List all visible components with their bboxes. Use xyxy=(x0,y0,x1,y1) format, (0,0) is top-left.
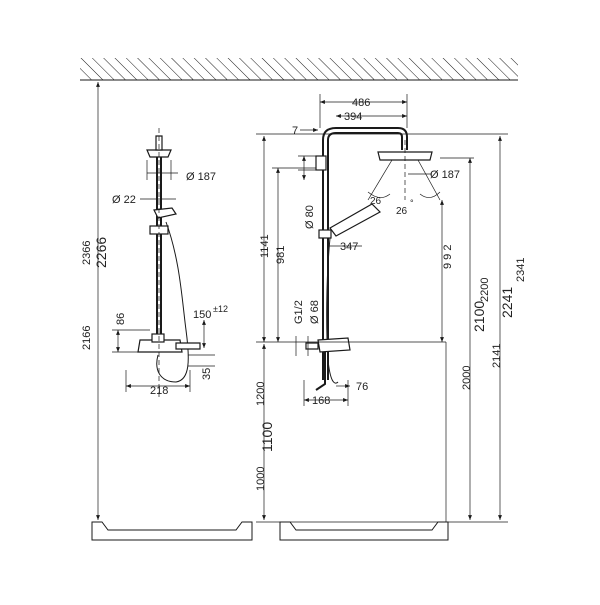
label-2241: 2241 xyxy=(499,287,515,318)
label-2000: 2000 xyxy=(461,366,473,390)
shower-front-view: Ø 187 Ø 22 86 150 ±12 35 218 xyxy=(112,128,228,400)
label-head-diameter-left: Ø 187 xyxy=(186,171,216,183)
label-26-left: 26 xyxy=(370,196,382,207)
label-2166: 2166 xyxy=(81,326,93,350)
label-7: 7 xyxy=(292,125,298,137)
label-981: 981 xyxy=(275,246,287,264)
label-2366: 2366 xyxy=(81,241,93,265)
label-76: 76 xyxy=(356,381,368,393)
label-168: 168 xyxy=(312,395,330,407)
total-height-dimensions: 2000 2100 2200 2141 2241 2341 xyxy=(440,136,527,520)
label-pipe-diameter: Ø 22 xyxy=(112,194,136,206)
shower-tray-left xyxy=(91,521,253,541)
label-80: Ø 80 xyxy=(304,205,316,229)
shower-tray-right xyxy=(279,521,449,541)
ceiling xyxy=(80,58,518,81)
mixer-height-dimensions: 1000 1100 1200 xyxy=(255,344,275,520)
label-35: 35 xyxy=(201,368,213,380)
label-150-tolerance: ±12 xyxy=(213,304,228,314)
label-2266: 2266 xyxy=(93,237,109,268)
label-347: 347 xyxy=(340,241,358,253)
label-486: 486 xyxy=(352,97,370,109)
label-1200: 1200 xyxy=(255,382,267,406)
label-150: 150 xyxy=(193,309,211,321)
left-height-dimensions: 2166 2266 2366 xyxy=(81,82,109,520)
label-992: 9 9 2 xyxy=(442,245,454,269)
label-head-diameter-right: Ø 187 xyxy=(430,169,460,181)
label-2341: 2341 xyxy=(515,258,527,282)
label-2100: 2100 xyxy=(471,301,487,332)
label-26-right: 26 xyxy=(396,206,408,217)
label-degree: ° xyxy=(410,198,414,208)
label-g12: G1/2 xyxy=(293,300,305,324)
label-2200: 2200 xyxy=(479,278,491,302)
label-86: 86 xyxy=(115,313,127,325)
label-1100: 1100 xyxy=(259,422,275,452)
label-394: 394 xyxy=(344,111,362,123)
label-2141: 2141 xyxy=(491,344,503,368)
label-218: 218 xyxy=(150,385,168,397)
label-68: Ø 68 xyxy=(309,300,321,324)
label-1141: 1141 xyxy=(259,234,271,258)
shower-side-view: 486 394 7 Ø 187 26 26 ° Ø 80 1141 981 9 … xyxy=(256,94,508,523)
label-1000: 1000 xyxy=(255,467,267,491)
